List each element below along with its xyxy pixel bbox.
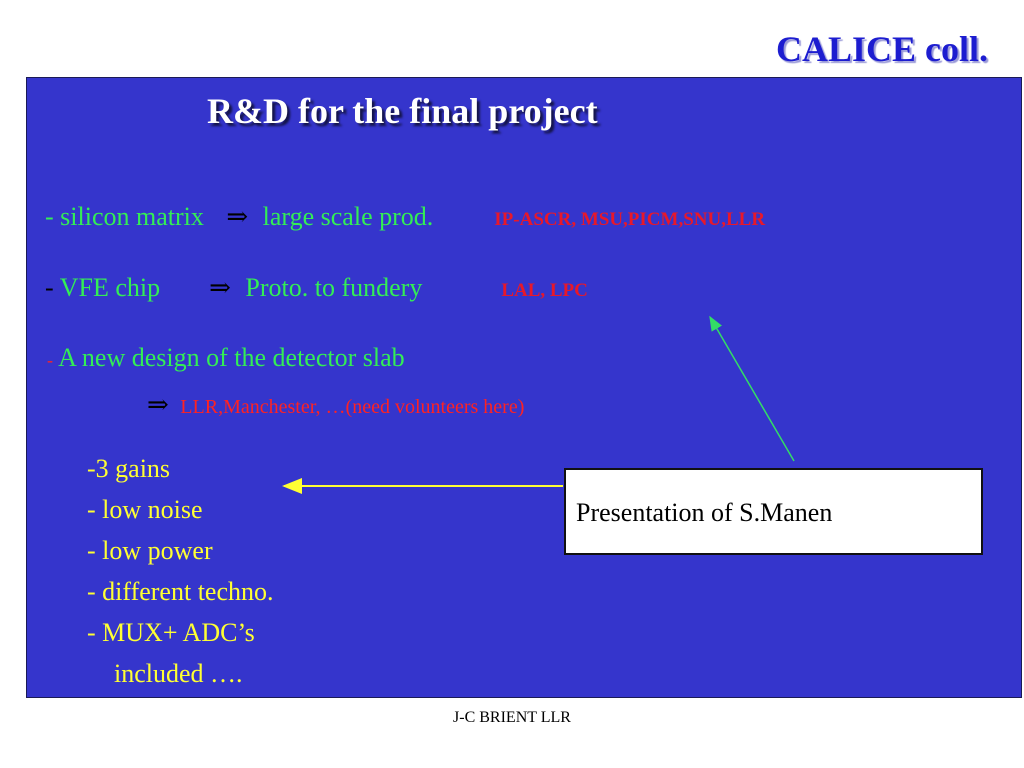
row-vfe-chip-dash: -: [45, 273, 54, 302]
row-silicon-matrix: - silicon matrix ⇒ large scale prod. IP-…: [45, 202, 765, 232]
row-vfe-chip-text: Proto. to fundery: [245, 273, 423, 302]
row-vfe-chip: - VFE chip ⇒ Proto. to fundery LAL, LPC: [45, 273, 588, 303]
list-item: -3 gains: [87, 454, 171, 483]
list-item: - different techno.: [87, 577, 274, 606]
list-item: - MUX+ ADC’s: [87, 618, 255, 647]
list-item: - low noise: [87, 495, 203, 524]
row-detector-slab: - A new design of the detector slab: [47, 343, 405, 373]
implies-arrow-icon: ⇒: [226, 202, 249, 231]
row-silicon-matrix-text: large scale prod.: [262, 202, 434, 231]
feature-list: -3 gains - low noise - low power - diffe…: [87, 448, 274, 694]
row-silicon-matrix-label: - silicon matrix: [45, 202, 204, 231]
slide-heading: R&D for the final project: [207, 91, 598, 131]
footer-author: J-C BRIENT LLR: [453, 709, 571, 726]
collaboration-title: CALICE coll.: [775, 29, 988, 69]
list-item: included ….: [114, 659, 243, 688]
callout-box: Presentation of S.Manen: [564, 468, 983, 555]
row-vfe-chip-labs: LAL, LPC: [501, 280, 588, 301]
green-arrow-icon: [709, 315, 795, 462]
row-vfe-chip-label: VFE chip: [59, 273, 161, 302]
implies-arrow-icon: ⇒: [209, 273, 231, 302]
slide-panel: R&D for the final project - silicon matr…: [26, 77, 1022, 698]
row-detector-slab-labs: ⇒ LLR,Manchester, …(need volunteers here…: [147, 390, 524, 420]
implies-arrow-icon: ⇒: [147, 390, 169, 419]
list-item: - low power: [87, 536, 213, 565]
row-detector-slab-dash: -: [47, 350, 53, 370]
row-detector-slab-text: A new design of the detector slab: [58, 343, 405, 372]
callout-text: Presentation of S.Manen: [576, 498, 833, 527]
row-silicon-matrix-labs: IP-ASCR, MSU,PICM,SNU,LLR: [494, 209, 766, 230]
row-detector-slab-labs-text: LLR,Manchester, …(need volunteers here): [180, 396, 525, 418]
